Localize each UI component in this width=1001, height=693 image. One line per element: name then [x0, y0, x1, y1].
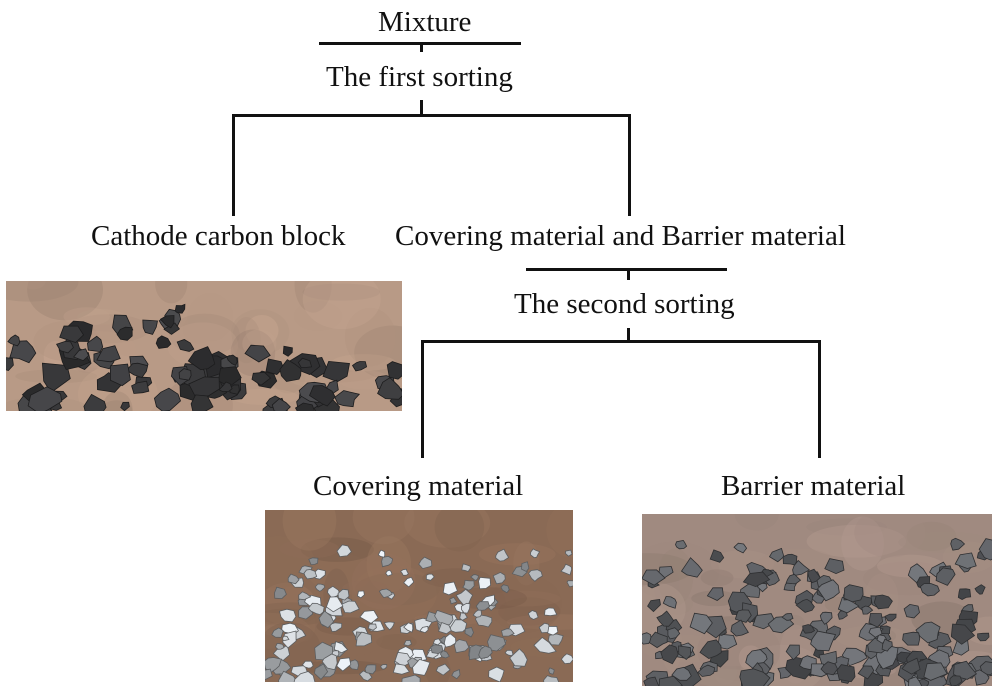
branch-right-first [628, 114, 631, 216]
cover-barrier-underline [526, 268, 727, 271]
node-mixture: Mixture [378, 6, 472, 38]
barrier-material-photo [642, 514, 992, 686]
node-barrier-material: Barrier material [721, 470, 906, 502]
mixture-stem [420, 42, 423, 52]
node-first-sorting: The first sorting [326, 61, 513, 93]
node-covering-and-barrier: Covering material and Barrier material [395, 220, 846, 252]
node-cathode-carbon-block: Cathode carbon block [91, 220, 346, 252]
node-covering-material: Covering material [313, 470, 524, 502]
cover-barrier-stem [627, 268, 630, 280]
branch-left-second [421, 340, 424, 458]
node-second-sorting: The second sorting [514, 288, 735, 320]
second-sorting-bar [421, 340, 821, 343]
second-sorting-stem [627, 328, 630, 342]
branch-left-first [232, 114, 235, 216]
first-sorting-bar [232, 114, 631, 117]
branch-right-second [818, 340, 821, 458]
cathode-carbon-block-photo [6, 281, 402, 411]
covering-material-photo [265, 510, 573, 682]
first-sorting-stem [420, 100, 423, 116]
